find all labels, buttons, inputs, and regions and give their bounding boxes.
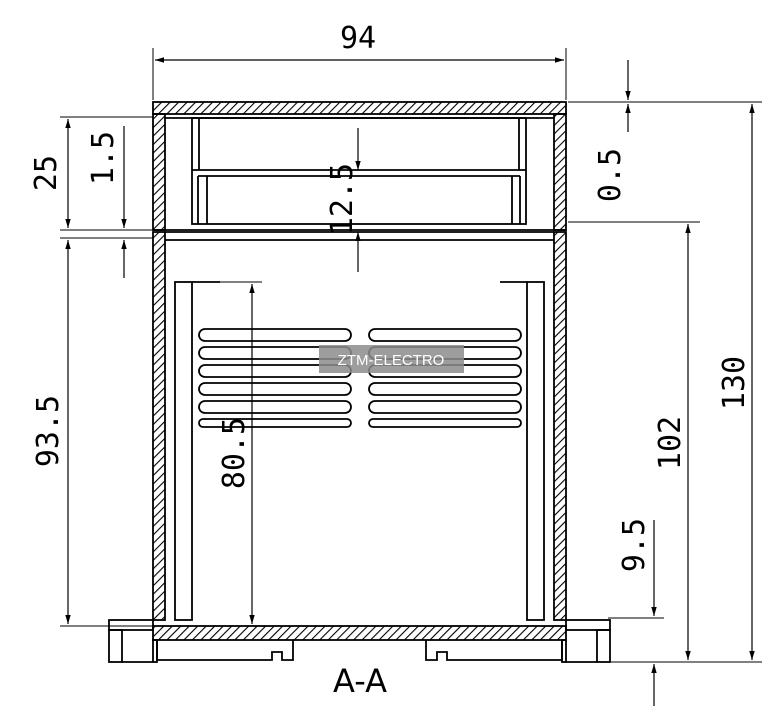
dim-102: 102 bbox=[653, 416, 688, 470]
dim-base-height: 9.5 bbox=[617, 518, 652, 572]
dim-top-thickness: 0.5 bbox=[593, 148, 628, 202]
dim-inner-lid-depth: 12.5 bbox=[325, 163, 360, 235]
vent-slots bbox=[198, 328, 522, 428]
section-label: A-A bbox=[333, 662, 387, 700]
dim-total-height: 130 bbox=[717, 356, 752, 410]
dim-inner-height: 80.5 bbox=[217, 417, 252, 489]
dim-lid-wall: 1.5 bbox=[86, 131, 121, 185]
dim-body-height: 93.5 bbox=[31, 395, 66, 467]
base-section bbox=[108, 619, 611, 663]
dimension-lines bbox=[65, 57, 755, 706]
watermark: ZTM-ELECTRO bbox=[319, 345, 464, 373]
dim-overall-width: 94 bbox=[340, 21, 376, 56]
dim-lid-height: 25 bbox=[29, 155, 64, 191]
lid-section bbox=[152, 101, 567, 231]
extension-lines bbox=[60, 48, 762, 663]
body-section bbox=[152, 231, 567, 621]
watermark-text: ZTM-ELECTRO bbox=[338, 352, 445, 369]
